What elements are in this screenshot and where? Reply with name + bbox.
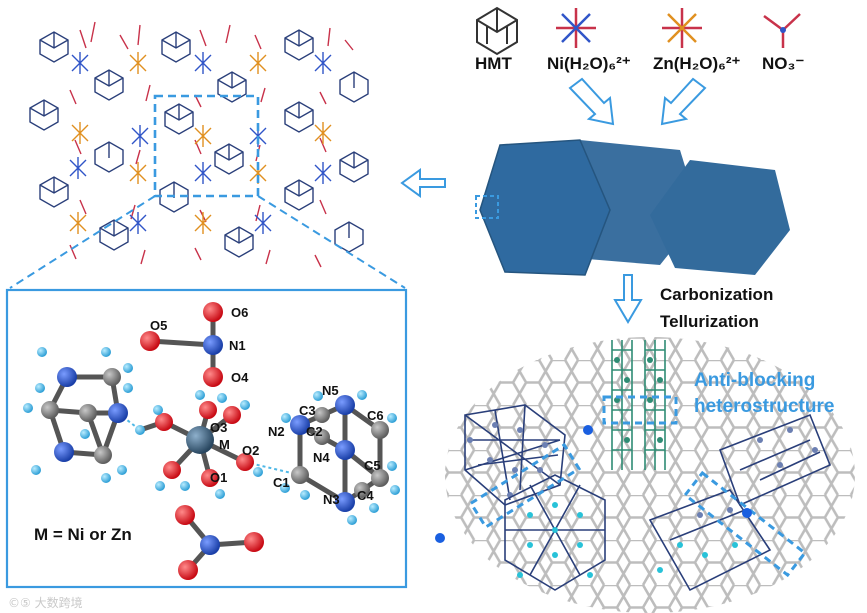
molecular-structure	[23, 302, 400, 580]
atom-label-n5: N5	[322, 383, 339, 398]
atom-label-n2: N2	[268, 424, 285, 439]
carbon-atom-c2	[314, 429, 330, 445]
atom-label-o2: O2	[242, 443, 260, 458]
oxygen-atom-o5	[140, 331, 160, 351]
zoom-guide-right	[257, 195, 406, 289]
oxygen-atom-o3	[199, 401, 217, 419]
arrow-down-icon	[613, 274, 643, 324]
carbon-atom-c4	[354, 482, 370, 498]
nitrate-ion-icon	[763, 13, 801, 48]
watermark-text: ©⑤ 大数跨境	[8, 596, 83, 610]
reagent-label-zn: Zn(H₂O)₆²⁺	[653, 54, 741, 73]
atom-label-m: M	[219, 437, 230, 452]
crystal-packing-structure	[29, 21, 369, 268]
oxygen-atom-o1	[201, 469, 219, 487]
nitrogen-atom-n2	[290, 415, 310, 435]
annotation-line-2: heterostructure	[694, 396, 835, 417]
ni-aqua-complex-icon	[556, 8, 596, 48]
nitrogen-atom-n3	[335, 492, 355, 512]
nitrogen-atom-n4	[335, 440, 355, 460]
zoom-guide-left	[9, 195, 156, 289]
atom-label-o3: O3	[210, 420, 228, 435]
carbon-atom-c6	[371, 421, 389, 439]
arrow-right-down-icon	[660, 77, 707, 126]
nitrogen-atom-n1	[203, 335, 223, 355]
metal-atom-m	[186, 426, 214, 454]
telluride-heterostructure	[435, 340, 832, 592]
carbon-atom-c3	[314, 407, 330, 423]
atom-label-c6: C6	[367, 408, 384, 423]
oxygen-atom-o4	[203, 367, 223, 387]
reagent-label-ni: Ni(H₂O)₆²⁺	[547, 54, 631, 73]
atom-label-n3: N3	[323, 492, 340, 507]
atom-label-c4: C4	[357, 488, 374, 503]
arrow-left-icon	[400, 168, 446, 198]
convergence-arrows	[400, 77, 707, 324]
hmt-cage-icon	[476, 6, 518, 56]
atom-label-c3: C3	[299, 403, 316, 418]
graphene-substrate	[445, 337, 855, 613]
hexagonal-nanoplates	[475, 139, 790, 276]
atom-label-n4: N4	[313, 450, 330, 465]
process-step-carbonization: Carbonization	[660, 285, 774, 304]
carbon-atom-c5	[371, 469, 389, 487]
oxygen-atom-o2	[236, 453, 254, 471]
carbon-atom-c1	[291, 466, 309, 484]
atom-label-o6: O6	[231, 305, 249, 320]
atom-label-o4: O4	[231, 370, 249, 385]
atom-label-c2: C2	[306, 424, 323, 439]
nitrogen-atom-n5	[335, 395, 355, 415]
atom-label-c1: C1	[273, 475, 290, 490]
atom-label-c5: C5	[364, 458, 381, 473]
process-step-tellurization: Tellurization	[660, 312, 759, 331]
reagent-label-nitrate: NO₃⁻	[762, 54, 805, 73]
oxygen-atom-o6	[203, 302, 223, 322]
unit-cell-selection-box	[153, 94, 260, 198]
atom-label-o1: O1	[210, 470, 228, 485]
atom-label-n1: N1	[229, 338, 246, 353]
annotation-line-1: Anti-blocking	[694, 370, 816, 391]
atom-label-o5: O5	[150, 318, 168, 333]
reagent-label-hmt: HMT	[475, 54, 512, 73]
zn-aqua-complex-icon	[662, 8, 702, 48]
metal-formula-label: M = Ni or Zn	[34, 525, 132, 544]
arrow-left-down-icon	[568, 77, 615, 126]
